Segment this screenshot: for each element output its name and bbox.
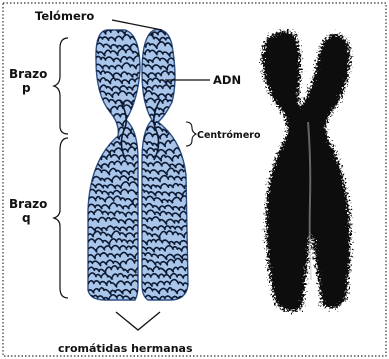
centromere-label: Centrómero xyxy=(197,130,261,141)
telomere-pointer xyxy=(112,20,162,30)
arm-q-word: Brazo xyxy=(9,197,47,211)
arm-p-word: Brazo xyxy=(9,67,47,81)
dna-coil-segment xyxy=(88,126,145,133)
telomere-label: Telómero xyxy=(35,9,94,23)
arm-q-bracket xyxy=(54,138,68,298)
arm-p-letter: p xyxy=(22,81,31,95)
dna-label: ADN xyxy=(213,73,241,87)
sister-chromatids-bracket xyxy=(116,312,160,330)
chromosome-micrograph xyxy=(262,31,351,311)
arm-q-letter: q xyxy=(22,211,31,225)
sister-chromatids-label: cromátidas hermanas xyxy=(58,342,193,355)
centromere-bracket xyxy=(186,122,196,146)
arm-p-bracket xyxy=(54,38,68,134)
chromosome-schematic xyxy=(88,29,200,302)
